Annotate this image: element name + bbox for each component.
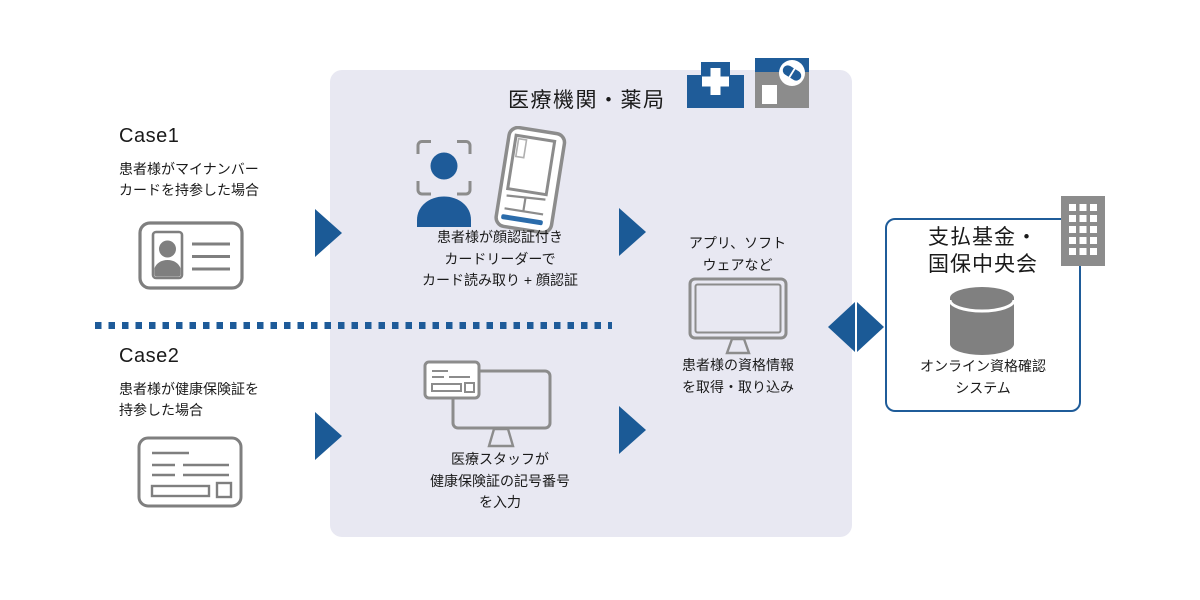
face-recognition-icon xyxy=(416,140,472,227)
face-reader-caption-line3: カード読み取り + 顔認証 xyxy=(422,272,578,288)
payer-to-panel-arrow xyxy=(828,302,855,352)
acquire-caption: 患者様の資格情報 を取得・取り込み xyxy=(648,355,828,398)
panel-to-payer-arrow xyxy=(857,302,884,352)
acquire-caption-line1: 患者様の資格情報 xyxy=(682,357,794,373)
case2-to-panel-arrow xyxy=(315,412,342,460)
acquire-caption-line2: を取得・取り込み xyxy=(682,378,794,395)
online-system-caption-line2: システム xyxy=(955,379,1011,396)
case1-description-line2: カードを持参した場合 xyxy=(119,182,259,198)
mynumber-card-icon xyxy=(138,221,244,290)
payer-title-line2: 国保中央会 xyxy=(928,253,1038,276)
app-software-caption-line1: アプリ、ソフト xyxy=(688,235,787,251)
medical-panel-title: 医療機関・薬局 xyxy=(508,89,666,112)
staff-input-caption-line1: 医療スタッフが xyxy=(451,451,549,467)
hospital-icon xyxy=(687,62,744,108)
pharmacy-icon xyxy=(755,58,809,108)
health-insurance-card-icon xyxy=(137,436,243,508)
case2-description-line2: 持参した場合 xyxy=(119,402,203,418)
payer-box-title: 支払基金・ 国保中央会 xyxy=(885,224,1081,278)
case-separator-dotted-line xyxy=(95,322,612,329)
staff-input-caption-line2: 健康保険証の記号番号 xyxy=(430,472,570,489)
payer-title-line1: 支払基金・ xyxy=(928,226,1038,249)
case1-title: Case1 xyxy=(119,125,180,147)
face-reader-caption-line1: 患者様が顔認証付き xyxy=(437,229,563,245)
app-software-caption-line2: ウェアなど xyxy=(702,256,773,273)
reader-to-app-arrow xyxy=(619,208,646,256)
case1-description-line1: 患者様がマイナンバー xyxy=(119,161,259,177)
app-software-caption: アプリ、ソフト ウェアなど xyxy=(655,233,820,276)
case1-description: 患者様がマイナンバー カードを持参した場合 xyxy=(119,159,259,201)
app-monitor-icon xyxy=(688,277,788,355)
staff-input-caption: 医療スタッフが 健康保険証の記号番号 を入力 xyxy=(390,449,610,514)
payer-box xyxy=(885,218,1081,412)
case1-to-panel-arrow xyxy=(315,209,342,257)
building-icon xyxy=(1061,196,1105,266)
staff-pc-with-card-icon xyxy=(423,360,552,448)
pc-to-app-arrow xyxy=(619,406,646,454)
case2-title: Case2 xyxy=(119,345,180,367)
staff-input-caption-line3: を入力 xyxy=(479,494,521,510)
online-system-caption-line1: オンライン資格確認 xyxy=(920,358,1046,374)
face-reader-caption: 患者様が顔認証付き カードリーダーで カード読み取り + 顔認証 xyxy=(385,227,615,292)
case2-description-line1: 患者様が健康保険証を xyxy=(119,381,259,397)
online-system-caption: オンライン資格確認 システム xyxy=(887,356,1079,399)
card-reader-icon xyxy=(494,126,567,235)
face-reader-caption-line2: カードリーダーで xyxy=(444,250,556,267)
case2-description: 患者様が健康保険証を 持参した場合 xyxy=(119,379,259,421)
database-icon xyxy=(949,287,1015,355)
